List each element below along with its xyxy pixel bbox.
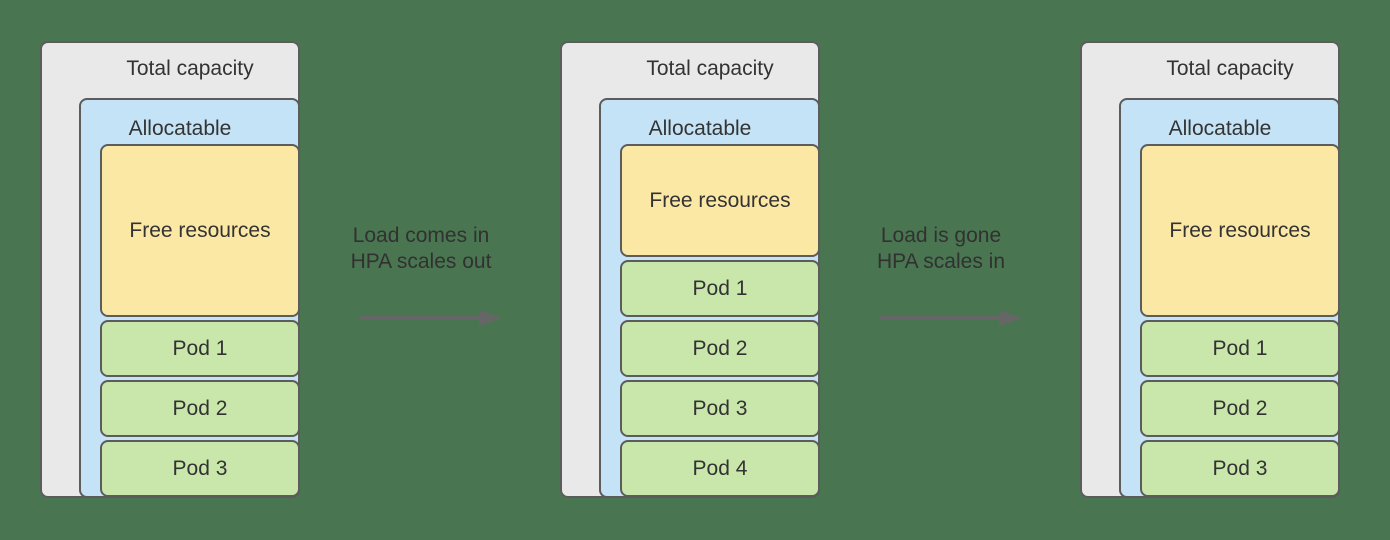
pod-box: Pod 4 <box>620 440 820 497</box>
pod-box: Pod 1 <box>620 260 820 317</box>
transition-label-line2: HPA scales in <box>877 250 1005 273</box>
pod-box: Pod 3 <box>1140 440 1340 497</box>
pod-box: Pod 2 <box>1140 380 1340 437</box>
node-scaled-out: Total capacity Allocatable Free resource… <box>560 41 820 498</box>
arrow-shaft <box>880 316 1000 320</box>
pod-box: Pod 2 <box>100 380 300 437</box>
transition-label-line1: Load comes in <box>352 224 490 247</box>
transition-scale-in-label: Load is gone HPA scales in <box>820 223 1062 275</box>
node-after-scale-in: Total capacity Allocatable Free resource… <box>1080 41 1340 498</box>
free-resources-box: Free resources <box>100 144 300 317</box>
pod-box: Pod 1 <box>100 320 300 377</box>
arrow-right-icon <box>360 310 503 326</box>
arrow-head <box>999 310 1022 326</box>
arrow-right-icon <box>880 310 1023 326</box>
total-capacity-label: Total capacity <box>126 57 254 80</box>
arrow-head <box>479 310 502 326</box>
transition-label-line1: Load is gone <box>880 224 1002 247</box>
transition-label-line2: HPA scales out <box>350 250 492 273</box>
allocatable-label: Allocatable <box>128 117 232 140</box>
pod-box: Pod 1 <box>1140 320 1340 377</box>
pod-box: Pod 3 <box>620 380 820 437</box>
total-capacity-label: Total capacity <box>1166 57 1294 80</box>
free-resources-box: Free resources <box>1140 144 1340 317</box>
transition-scale-in: Load is gone HPA scales in <box>820 0 1080 540</box>
arrow-shaft <box>360 316 480 320</box>
pod-box: Pod 2 <box>620 320 820 377</box>
allocatable-label: Allocatable <box>1168 117 1272 140</box>
allocatable-label: Allocatable <box>648 117 752 140</box>
total-capacity-label: Total capacity <box>646 57 774 80</box>
node-before-scale-out: Total capacity Allocatable Free resource… <box>40 41 300 498</box>
pod-box: Pod 3 <box>100 440 300 497</box>
transition-scale-out: Load comes in HPA scales out <box>300 0 560 540</box>
free-resources-box: Free resources <box>620 144 820 257</box>
transition-scale-out-label: Load comes in HPA scales out <box>300 223 542 275</box>
